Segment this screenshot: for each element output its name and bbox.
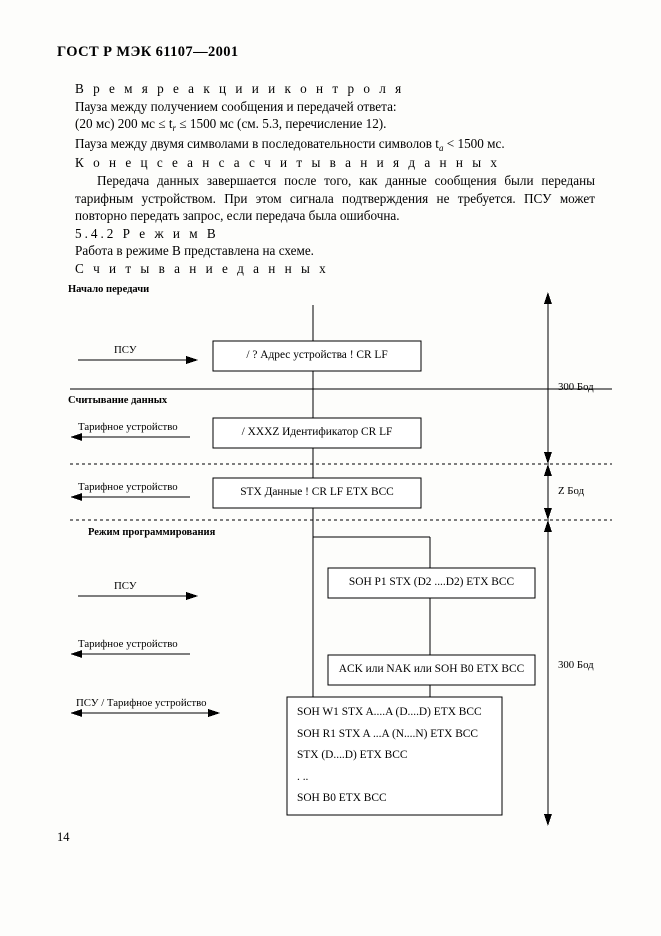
arrow-label-bidirectional: ПСУ / Тарифное устройство: [76, 697, 207, 709]
sequence-line-4: . ..: [297, 770, 309, 783]
heading-mode-b: 5.4.2 Р е ж и м В: [75, 225, 219, 241]
paragraph-end-session: Передача данных завершается после того, …: [75, 172, 595, 224]
box-programming-command: [327, 567, 536, 599]
heading-read-data: С ч и т ы в а н и е д а н н ы х: [75, 260, 329, 276]
baud-label-z: Z Бод: [558, 485, 585, 497]
line-mode-b: Работа в режиме В представлена на схеме.: [75, 243, 314, 259]
box-ack-nak: [327, 654, 536, 686]
arrow-head-meter-2: [70, 493, 82, 501]
box-text-programming-command: SOH P1 STX (D2 ....D2) ETX BCC: [348, 576, 515, 588]
box-read-write-sequence: [286, 696, 503, 816]
line-timing: (20 мс) 200 мс ≤ tr ≤ 1500 мс (см. 5.3, …: [75, 115, 595, 135]
box-text-read-write-sequence: SOH W1 STX A....A (D....D) ETX BCC SOH R…: [297, 702, 497, 810]
arrow-label-meter-3: Тарифное устройство: [78, 638, 178, 650]
arrow-label-psu-2: ПСУ: [114, 580, 137, 592]
line-pause-chars-sub: a: [438, 142, 444, 153]
box-text-ack-nak: ACK или NAK или SOH B0 ETX BCC: [338, 663, 525, 675]
box-text-data-message: STX Данные ! CR LF ETX BCC: [240, 486, 394, 498]
line-pause-chars-a: Пауза между двумя символами в последоват…: [75, 135, 439, 151]
arrow-label-psu-1: ПСУ: [114, 344, 137, 356]
baud-axis-arrow-bottom: [544, 814, 552, 826]
diagram-label-programming-mode: Режим программирования: [88, 527, 216, 538]
arrow-label-meter-2: Тарифное устройство: [78, 481, 178, 493]
sequence-line-5: SOH B0 ETX BCC: [297, 792, 387, 804]
baud-label-300-top: 300 Бод: [558, 381, 594, 393]
line-timing-a: (20 мс) 200 мс ≤ t: [75, 116, 173, 132]
baud-tick-2-up: [544, 508, 552, 520]
box-address-request: [212, 340, 422, 372]
baud-label-300-bottom: 300 Бод: [558, 659, 594, 671]
arrow-head-bidir-right: [208, 709, 220, 717]
arrow-head-bidir-left: [70, 709, 82, 717]
arrow-head-meter-1: [70, 433, 82, 441]
diagram-label-read-data: Считывание данных: [68, 395, 168, 406]
baud-tick-1-down: [544, 464, 552, 476]
sequence-line-1: SOH W1 STX A....A (D....D) ETX BCC: [297, 706, 482, 718]
box-data-message: [212, 477, 422, 509]
box-text-identification: / XXXZ Идентификатор CR LF: [241, 426, 393, 438]
heading-end-session: К о н е ц с е а н с а с ч и т ы в а н и …: [75, 155, 500, 171]
box-identification: [212, 417, 422, 449]
line-timing-b: ≤ 1500 мс (см. 5.3, перечисление 12).: [176, 116, 387, 132]
sequence-line-3: STX (D....D) ETX BCC: [297, 749, 408, 761]
baud-tick-2-down: [544, 520, 552, 532]
page-number: 14: [57, 830, 70, 844]
body-text-block: В р е м я р е а к ц и и и к о н т р о л …: [75, 80, 595, 278]
arrow-head-psu-1: [186, 356, 198, 364]
line-pause-receive: Пауза между получением сообщения и перед…: [75, 98, 397, 114]
arrow-label-meter-1: Тарифное устройство: [78, 421, 178, 433]
arrow-head-meter-3: [70, 650, 82, 658]
arrow-head-psu-2: [186, 592, 198, 600]
baud-tick-1-up: [544, 452, 552, 464]
line-pause-chars-b: < 1500 мс.: [443, 135, 505, 151]
line-pause-chars: Пауза между двумя символами в последоват…: [75, 135, 595, 155]
document-header: ГОСТ Р МЭК 61107—2001: [57, 44, 239, 60]
sequence-line-2: SOH R1 STX A ...A (N....N) ETX BCC: [297, 727, 479, 740]
heading-reaction-time: В р е м я р е а к ц и и и к о н т р о л …: [75, 81, 405, 96]
diagram-label-start-transmission: Начало передачи: [68, 284, 150, 295]
baud-axis-arrow-top: [544, 292, 552, 304]
line-timing-sub: r: [172, 123, 177, 134]
box-text-address-request: / ? Адрес устройства ! CR LF: [246, 349, 388, 361]
